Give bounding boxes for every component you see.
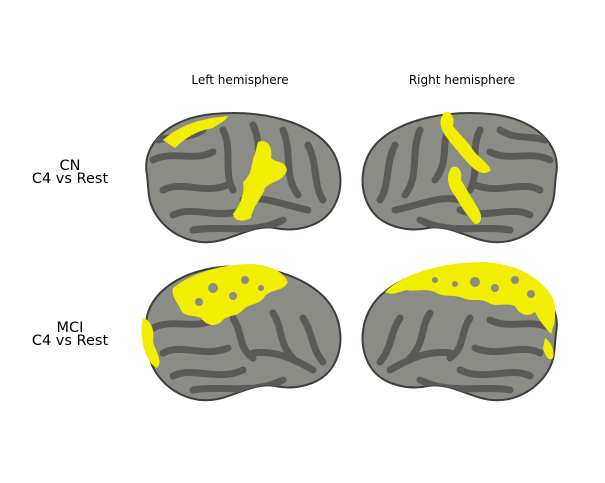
- cn-right-hemisphere-brain: [361, 111, 558, 244]
- row-group-label: CN: [59, 158, 81, 174]
- activation-holes: [432, 276, 535, 298]
- column-title-left-hemisphere: Left hemisphere: [191, 73, 289, 87]
- mci-right-hemisphere-brain: [361, 262, 558, 402]
- row-label-cn: CN C4 vs Rest: [10, 158, 130, 187]
- cn-left-hemisphere-brain: [145, 112, 342, 244]
- sulci-pattern: [376, 121, 554, 234]
- sulci-pattern: [149, 121, 327, 234]
- activation-overlay: [163, 116, 287, 221]
- row-contrast-label: C4 vs Rest: [31, 333, 109, 349]
- activation-overlay: [440, 111, 491, 224]
- row-label-mci: MCI C4 vs Rest: [10, 320, 130, 349]
- column-title-right-hemisphere: Right hemisphere: [408, 73, 516, 87]
- activation-holes: [195, 276, 264, 306]
- sulci-pattern: [376, 309, 554, 394]
- sulci-pattern: [149, 309, 327, 394]
- mci-left-hemisphere-brain: [141, 264, 342, 402]
- row-group-label: MCI: [56, 320, 84, 336]
- row-contrast-label: C4 vs Rest: [31, 171, 109, 187]
